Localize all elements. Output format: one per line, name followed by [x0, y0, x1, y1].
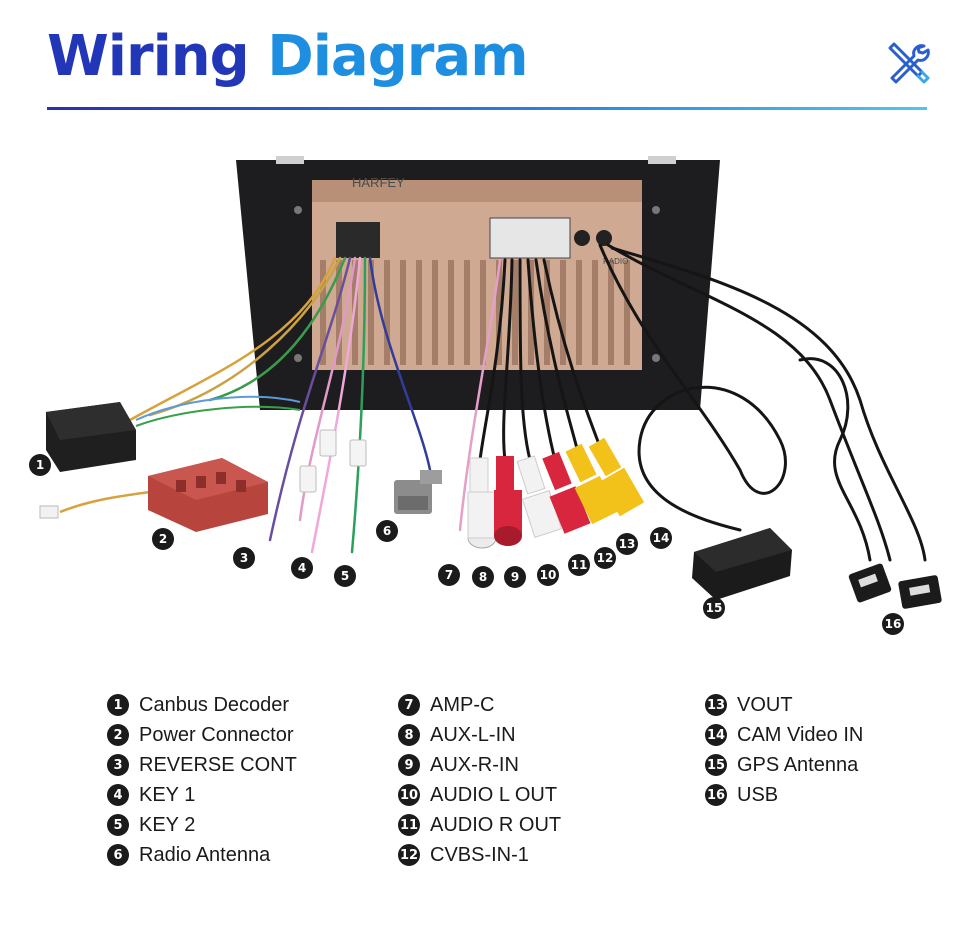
canbus-decoder	[39, 395, 301, 519]
legend-label: Canbus Decoder	[139, 693, 290, 716]
legend-item: 6 Radio Antenna	[107, 840, 297, 870]
title-word-diagram: Diagram	[267, 24, 528, 89]
legend-item: 13 VOUT	[705, 690, 863, 720]
number-badge: 7	[398, 694, 420, 716]
number-badge: 1	[107, 694, 129, 716]
power-connector	[148, 458, 268, 532]
callout-2: 2	[152, 528, 174, 550]
legend-column-3: 13 VOUT 14 CAM Video IN 15 GPS Antenna 16 US…	[705, 690, 863, 810]
callout-1: 1	[29, 454, 51, 476]
callout-13: 13	[616, 533, 638, 555]
legend-item: 15 GPS Antenna	[705, 750, 863, 780]
legend-item: 11 AUDIO R OUT	[398, 810, 561, 840]
legend-item: 9 AUX-R-IN	[398, 750, 561, 780]
legend-item: 16 USB	[705, 780, 863, 810]
legend-item: 1 Canbus Decoder	[107, 690, 297, 720]
callout-4: 4	[291, 557, 313, 579]
tools-icon	[888, 42, 930, 84]
page-title: Wiring Diagram	[47, 22, 529, 92]
number-badge: 16	[705, 784, 727, 806]
legend-item: 14 CAM Video IN	[705, 720, 863, 750]
legend-item: 5 KEY 2	[107, 810, 297, 840]
legend-column-1: 1 Canbus Decoder 2 Power Connector 3 REVERS…	[107, 690, 297, 870]
legend-label: AUDIO L OUT	[430, 783, 558, 806]
title-underline	[47, 107, 927, 110]
legend-label: CAM Video IN	[737, 723, 864, 746]
callout-10: 10	[537, 564, 559, 586]
legend-item: 7 AMP-C	[398, 690, 561, 720]
legend-label: Radio Antenna	[139, 843, 271, 866]
port-label: RADIO	[603, 257, 628, 266]
head-unit: HARFEY RADIO	[236, 156, 720, 410]
callout-3: 3	[233, 547, 255, 569]
brand-label: HARFEY	[352, 175, 405, 190]
legend-label: GPS Antenna	[737, 753, 859, 776]
rca-plugs	[467, 437, 645, 549]
legend-item: 4 KEY 1	[107, 780, 297, 810]
legend-item: 12 CVBS-IN-1	[398, 840, 561, 870]
callout-16: 16	[882, 613, 904, 635]
legend-label: VOUT	[737, 693, 793, 716]
callout-15: 15	[703, 597, 725, 619]
legend-label: KEY 2	[139, 813, 196, 836]
callout-6: 6	[376, 520, 398, 542]
legend-label: AMP-C	[430, 693, 495, 716]
title-word-wiring: Wiring	[47, 24, 250, 89]
legend-label: KEY 1	[139, 783, 196, 806]
wiring-illustration: HARFEY RADIO	[39, 156, 942, 609]
callout-5: 5	[334, 565, 356, 587]
legend-item: 3 REVERSE CONT	[107, 750, 297, 780]
legend-item: 2 Power Connector	[107, 720, 297, 750]
number-badge: 9	[398, 754, 420, 776]
gps-antenna	[692, 528, 792, 600]
number-badge: 8	[398, 724, 420, 746]
legend-column-2: 7 AMP-C 8 AUX-L-IN 9 AUX-R-IN 10 AUDIO L OUT…	[398, 690, 561, 870]
number-badge: 13	[705, 694, 727, 716]
callout-11: 11	[568, 554, 590, 576]
legend-label: Power Connector	[139, 723, 294, 746]
callout-8: 8	[472, 566, 494, 588]
callout-7: 7	[438, 564, 460, 586]
legend-label: USB	[737, 783, 779, 806]
legend-label: CVBS-IN-1	[430, 843, 529, 866]
legend-label: AUX-R-IN	[430, 753, 519, 776]
number-badge: 15	[705, 754, 727, 776]
legend-item: 10 AUDIO L OUT	[398, 780, 561, 810]
legend-label: REVERSE CONT	[139, 753, 297, 776]
number-badge: 3	[107, 754, 129, 776]
legend-label: AUDIO R OUT	[430, 813, 562, 836]
legend-item: 8 AUX-L-IN	[398, 720, 561, 750]
number-badge: 12	[398, 844, 420, 866]
radio-antenna-plug	[394, 470, 442, 514]
number-badge: 5	[107, 814, 129, 836]
number-badge: 11	[398, 814, 420, 836]
number-badge: 6	[107, 844, 129, 866]
number-badge: 4	[107, 784, 129, 806]
number-badge: 2	[107, 724, 129, 746]
legend-label: AUX-L-IN	[430, 723, 516, 746]
callout-14: 14	[650, 527, 672, 549]
number-badge: 10	[398, 784, 420, 806]
callout-12: 12	[594, 547, 616, 569]
number-badge: 14	[705, 724, 727, 746]
callout-9: 9	[504, 566, 526, 588]
usb-plugs	[848, 563, 942, 609]
